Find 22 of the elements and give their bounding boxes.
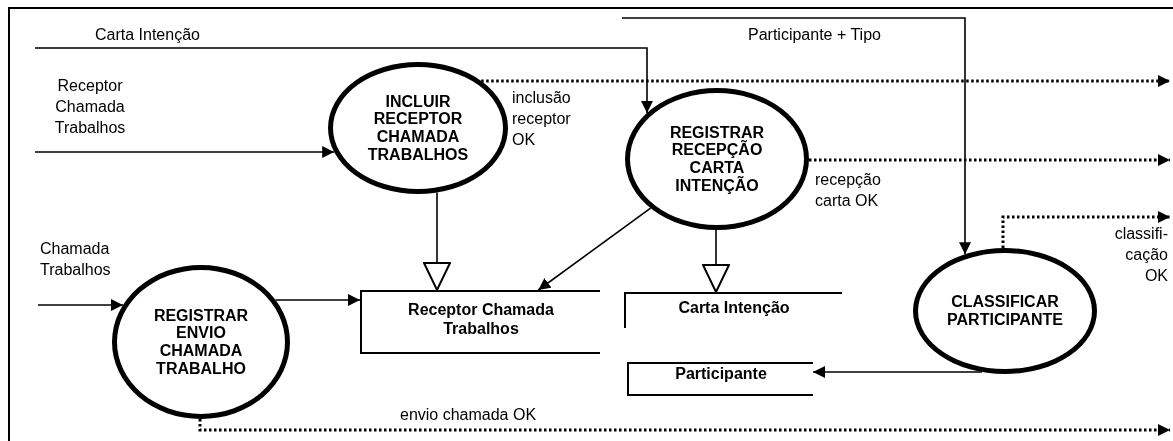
arrow (702, 229, 730, 293)
arrow (274, 294, 361, 306)
process-ellipse: CLASSIFICAR PARTICIPANTE (913, 248, 1097, 374)
data-store: Participante (627, 362, 813, 396)
dotted-arrow (198, 419, 1170, 436)
dotted-arrow (1001, 211, 1170, 248)
process-ellipse: INCLUIR RECEPTOR CHAMADA TRABALHOS (328, 62, 508, 194)
edge-label: Participante + Tipo (748, 25, 882, 45)
process-ellipse: REGISTRAR ENVIO CHAMADA TRABALHO (112, 265, 290, 419)
data-store: Carta Intenção (624, 292, 842, 328)
edge-label: recepção carta OK (815, 170, 882, 211)
edge-label: inclusão receptor OK (512, 88, 572, 150)
edge-label: Receptor Chamada Trabalhos (53, 76, 127, 138)
arrow (34, 146, 335, 158)
edge-label: envio chamada OK (400, 405, 538, 425)
dotted-arrow (809, 154, 1170, 166)
edge-label: classifi- cação OK (1113, 224, 1168, 286)
data-store: Receptor Chamada Trabalhos (360, 290, 600, 354)
arrow (37, 299, 124, 311)
edge-label: Chamada Trabalhos (40, 239, 112, 280)
edge-label: Carta Intenção (95, 25, 201, 45)
process-ellipse: REGISTRAR RECEPÇÃO CARTA INTENÇÃO (625, 88, 809, 230)
